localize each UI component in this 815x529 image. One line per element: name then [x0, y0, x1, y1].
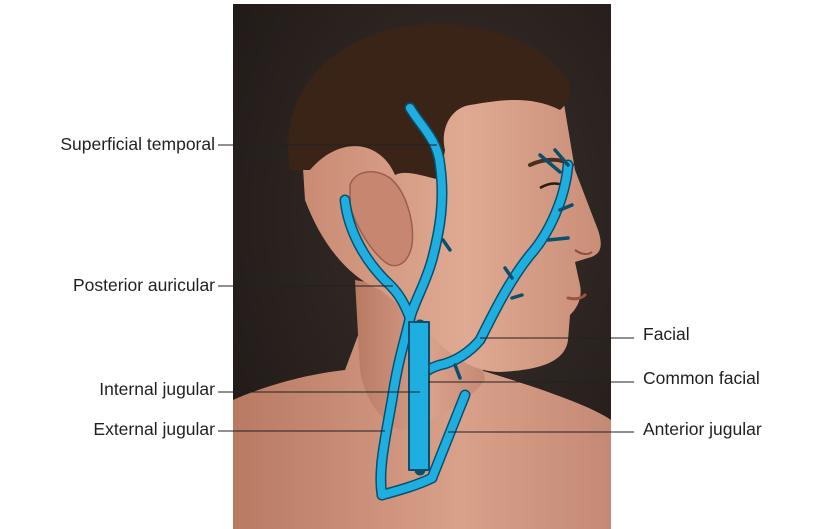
label-anterior-jugular: Anterior jugular	[643, 419, 762, 439]
label-internal-jugular: Internal jugular	[99, 379, 215, 399]
photo-panel	[233, 4, 611, 529]
label-common-facial: Common facial	[643, 368, 760, 388]
label-posterior-auricular: Posterior auricular	[73, 275, 215, 295]
label-superficial-temporal: Superficial temporal	[60, 134, 215, 154]
label-facial: Facial	[643, 324, 690, 344]
label-external-jugular: External jugular	[93, 419, 215, 439]
